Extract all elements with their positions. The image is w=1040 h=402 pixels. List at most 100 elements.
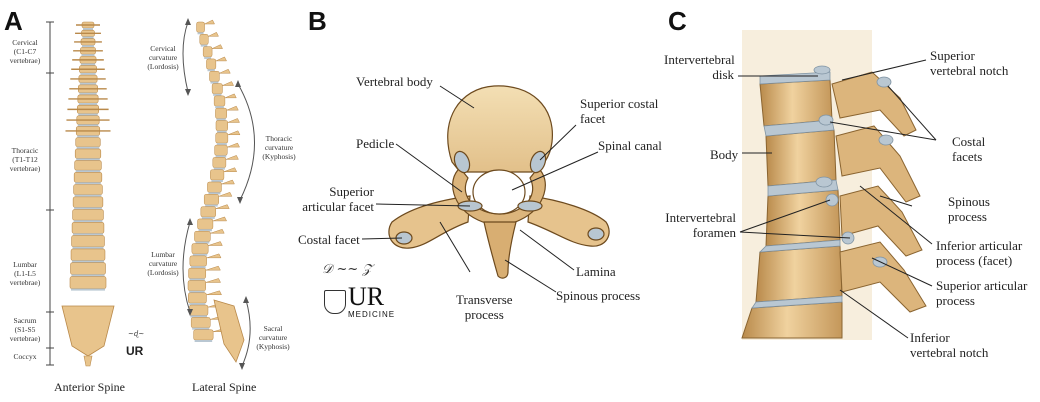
lateral-disk [208, 192, 221, 195]
anterior-vertebra [69, 276, 107, 289]
medicine-wordmark: MEDICINE [348, 310, 396, 319]
lateral-disk [216, 143, 227, 146]
spinous-stub [219, 68, 231, 74]
ur-logo-small: UR [126, 344, 144, 358]
shield-icon [324, 290, 346, 314]
spinous-stub [222, 81, 234, 86]
lateral-spine-drawing [187, 19, 245, 363]
anterior-disk [81, 54, 95, 57]
anterior-disk [74, 207, 102, 210]
lateral-disk [200, 44, 208, 47]
lateral-vertebra [199, 34, 209, 45]
lateral-vertebra [202, 46, 213, 58]
anterior-disk [72, 246, 104, 249]
ur-logo: UR [348, 282, 385, 311]
lateral-vertebra [207, 181, 222, 193]
lateral-sacrum [213, 299, 245, 363]
spinous-stub [210, 228, 225, 234]
label-costal-facet: Costal facet [298, 232, 360, 247]
lateral-vertebra [209, 70, 220, 82]
anterior-disk [79, 92, 97, 95]
spinous-stub [224, 93, 237, 99]
anterior-disk [76, 158, 100, 161]
lateral-disk [198, 229, 212, 232]
lateral-vertebra [188, 292, 207, 304]
lateral-vertebra [210, 169, 225, 181]
anterior-disk [72, 260, 104, 263]
lateral-vertebra [215, 120, 228, 132]
anterior-disk [73, 220, 103, 223]
lateral-disk [213, 167, 225, 170]
panel-letter-a: A [4, 6, 23, 36]
lateral-vertebra [196, 21, 205, 33]
spinous-stub [221, 179, 235, 185]
caption-lateral-spine: Lateral Spine [192, 380, 257, 394]
signature: 𝒟 ~~ 𝒵 [322, 262, 373, 277]
spinous-stub [225, 155, 239, 160]
lateral-disk [190, 315, 207, 318]
region-label-coccyx: Coccyx [13, 352, 37, 361]
label-spinal-canal: Spinal canal [598, 138, 662, 153]
lateral-vertebra [215, 107, 227, 119]
spinous-stub [208, 31, 219, 37]
panel-letter-c: C [668, 6, 687, 36]
lateral-disk [210, 81, 219, 84]
lateral-vertebra [194, 230, 211, 242]
spinous-stub [205, 278, 221, 283]
lateral-vertebra [213, 95, 226, 107]
lateral-disk [192, 253, 208, 256]
lateral-vertebra [193, 329, 214, 341]
spinous-stub [206, 253, 222, 259]
region-bracket [46, 21, 54, 366]
spinous-stub [208, 241, 223, 246]
anterior-vertebra [72, 209, 104, 221]
anterior-vertebra [74, 160, 102, 171]
lateral-disk [215, 106, 224, 109]
lateral-disk [204, 56, 212, 59]
anterior-disk [81, 45, 95, 48]
panel-letter-b: B [308, 6, 327, 36]
anterior-disk [79, 82, 97, 85]
lateral-disk [216, 118, 226, 121]
anterior-vertebra [75, 137, 101, 148]
label-spinous-process: Spinous process [556, 288, 641, 303]
coccyx [83, 355, 93, 367]
anterior-vertebra [72, 196, 104, 208]
lateral-disk [215, 155, 227, 158]
panel-c-leaders [738, 59, 937, 339]
lateral-disk [189, 278, 205, 281]
anterior-disk [78, 102, 98, 105]
anterior-disk [82, 36, 94, 39]
spinous-stub [227, 130, 241, 136]
lateral-vertebra [212, 157, 227, 168]
spinous-stub [212, 216, 228, 222]
anterior-disk [71, 288, 105, 291]
anterior-disk [76, 146, 100, 149]
lateral-vertebra [189, 255, 207, 267]
caption-anterior-spine: Anterior Spine [54, 380, 125, 394]
lateral-disk [192, 327, 210, 330]
lateral-disk [207, 69, 215, 72]
signature-small: ~ɖ~ [128, 330, 145, 338]
lateral-disk [189, 303, 206, 306]
anterior-disk [78, 113, 98, 116]
lateral-vertebra [188, 267, 207, 279]
spinous-stub [218, 191, 233, 197]
anterior-disk [75, 170, 101, 173]
lateral-vertebra [200, 206, 217, 218]
anterior-disk [71, 274, 105, 277]
spinous-stub [226, 105, 239, 111]
anterior-disk [80, 63, 96, 66]
